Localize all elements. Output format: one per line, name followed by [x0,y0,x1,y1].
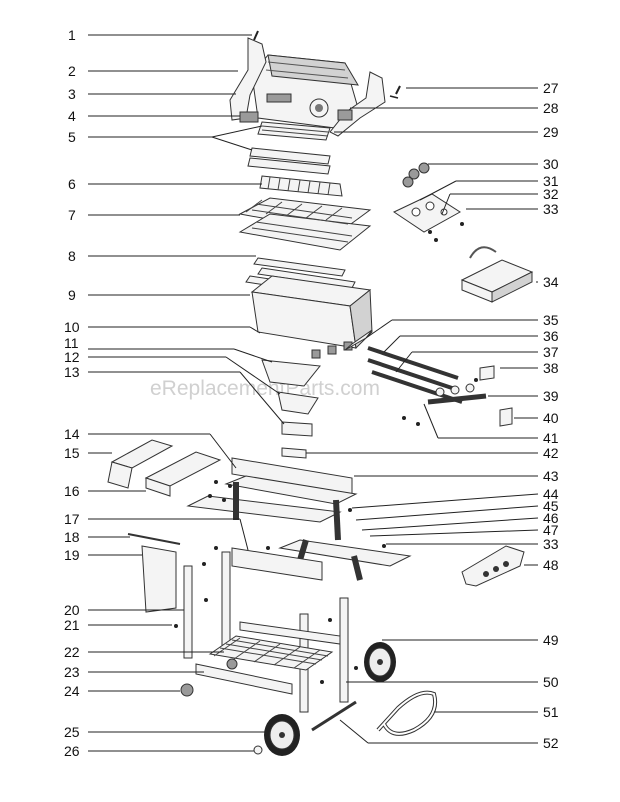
callout-34: 34 [543,274,559,290]
callout-3: 3 [68,86,76,102]
callout-27: 27 [543,80,559,96]
part-bottom-shelf [208,635,334,671]
callout-43: 43 [543,468,559,484]
callout-21: 21 [64,617,80,633]
callout-48: 48 [543,557,559,573]
part-wheel-left [264,714,300,756]
callout-41: 41 [543,430,559,446]
callout-33b: 33 [543,536,559,552]
callout-8: 8 [68,248,76,264]
part-lid [251,54,359,129]
leader-lines-left [88,34,285,752]
callout-30: 30 [543,156,559,172]
callout-23: 23 [64,664,80,680]
callout-20: 20 [64,602,80,618]
callout-16: 16 [64,483,80,499]
callout-52: 52 [543,735,559,751]
part-cookbox [250,275,373,359]
callout-12: 12 [64,349,80,365]
callout-51: 51 [543,704,559,720]
part-warming-rack [247,121,331,175]
callout-14: 14 [64,426,80,442]
callout-49: 49 [543,632,559,648]
watermark: eReplacementParts.com [150,377,380,400]
callout-13: 13 [64,364,80,380]
callout-47: 47 [543,522,559,538]
callout-4: 4 [68,108,76,124]
part-burner-tubes [344,329,463,404]
callout-39: 39 [543,388,559,404]
callout-2: 2 [68,63,76,79]
part-tank-shield [127,533,181,613]
callout-9: 9 [68,287,76,303]
callout-7: 7 [68,207,76,223]
callout-28: 28 [543,100,559,116]
parts-drawing [107,30,534,756]
callout-6: 6 [68,176,76,192]
callout-11: 11 [64,335,79,351]
part-control-knobs [402,162,430,188]
part-cooking-grates [238,197,372,251]
leader-lines-right [306,87,539,744]
part-warm-grate [259,175,343,197]
callout-42: 42 [543,445,559,461]
callout-38: 38 [543,360,559,376]
part-frame-top [186,475,412,581]
part-catch-pan [261,359,321,437]
callouts-right: 27 28 29 30 31 32 33 34 35 36 37 38 39 4… [543,80,559,751]
callout-37: 37 [543,344,559,360]
callout-17: 17 [64,511,80,527]
callout-45: 45 [543,498,559,514]
callout-40: 40 [543,410,559,426]
callout-5: 5 [68,129,76,145]
part-knob [180,683,194,697]
callout-50: 50 [543,674,559,690]
part-control-panel [392,193,461,233]
part-wheel-right [364,642,396,682]
part-shelf-endcap [107,439,174,489]
callout-29: 29 [543,124,559,140]
callout-36: 36 [543,328,559,344]
part-manifold [427,383,487,405]
part-cap [253,745,263,755]
part-hose [376,690,437,736]
part-handle [461,545,525,587]
callout-35: 35 [543,312,559,328]
part-side-table [144,451,222,497]
part-screws [174,222,478,684]
callout-25: 25 [64,724,80,740]
callout-31: 31 [543,173,559,189]
part-igniter-module [460,246,534,303]
callout-19: 19 [64,547,80,563]
part-rod [311,700,357,732]
callout-10: 10 [64,319,80,335]
part-right-bracket [329,71,386,137]
callout-33a: 33 [543,201,559,217]
callout-26: 26 [64,743,80,759]
callout-22: 22 [64,644,80,660]
part-left-bracket [229,37,267,123]
callout-46: 46 [543,510,559,526]
part-screw-top [253,30,259,41]
callouts-left: 1 2 3 4 5 6 7 8 9 10 11 12 13 14 15 16 1… [64,27,80,759]
callout-44: 44 [543,486,559,502]
callout-1: 1 [68,27,76,43]
callout-24: 24 [64,683,80,699]
callout-32: 32 [543,186,559,202]
callout-15: 15 [64,445,80,461]
callout-18: 18 [64,529,80,545]
